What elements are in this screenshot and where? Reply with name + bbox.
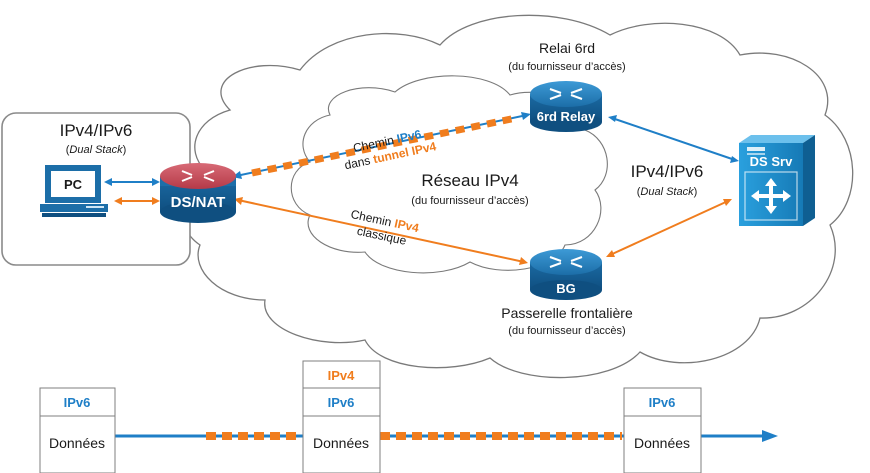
bg-label: BG [556,281,576,296]
isp-cloud [180,14,854,379]
packet-3: IPv6 Données [623,387,702,473]
relay-label: 6rd Relay [537,109,596,124]
link-bg-server [606,199,732,257]
server-stack-title: IPv4/IPv6 [631,162,704,181]
server-label: DS Srv [750,154,793,169]
client-site-subtitle: (Dual Stack) [66,144,127,156]
relay-subtitle: (du fournisseur d’accès) [508,61,625,73]
packet-2-header: IPv6 [328,395,355,410]
packet-1-body: Données [49,435,105,451]
link-classic [234,197,528,265]
link-pc-dsnat-ipv6 [104,178,160,186]
server-stack-subtitle: (Dual Stack) [637,186,698,198]
packet-3-body: Données [634,435,690,451]
packet-1: IPv6 Données [39,387,116,473]
links [104,112,739,265]
pc-label: PC [64,177,83,192]
bg-router-icon[interactable]: BG [530,249,602,300]
packet-3-header: IPv6 [649,395,676,410]
dsnat-router-icon[interactable]: DS/NAT [160,163,236,223]
packet-flow: IPv6 Données IPv4 IPv6 Données IPv6 Donn… [39,360,778,473]
router-arrows-icon [549,88,583,100]
router-arrows-icon [549,256,583,268]
packet-2-body: Données [313,435,369,451]
dsnat-label: DS/NAT [171,194,226,211]
relay-router-icon[interactable]: 6rd Relay [530,81,602,132]
link-pc-dsnat-ipv4 [114,197,160,205]
relay-title: Relai 6rd [539,40,595,56]
pc-icon[interactable]: PC [40,165,108,217]
link-relay-server [608,115,739,163]
packet-2: IPv4 IPv6 Données [302,360,381,473]
router-arrows-icon [181,170,215,182]
network-title: Réseau IPv4 [421,171,518,190]
network-subtitle: (du fournisseur d’accès) [411,195,528,207]
bg-subtitle: (du fournisseur d’accès) [508,325,625,337]
packet-1-header: IPv6 [64,395,91,410]
packet-2-outer-header: IPv4 [328,368,356,383]
flow-arrowhead-icon [762,430,778,442]
link-tunnel [232,112,531,179]
ds-server-icon[interactable]: DS Srv [739,135,815,226]
client-site-title: IPv4/IPv6 [60,121,133,140]
bg-title: Passerelle frontalière [501,305,633,321]
switch-arrows-icon [751,178,791,214]
